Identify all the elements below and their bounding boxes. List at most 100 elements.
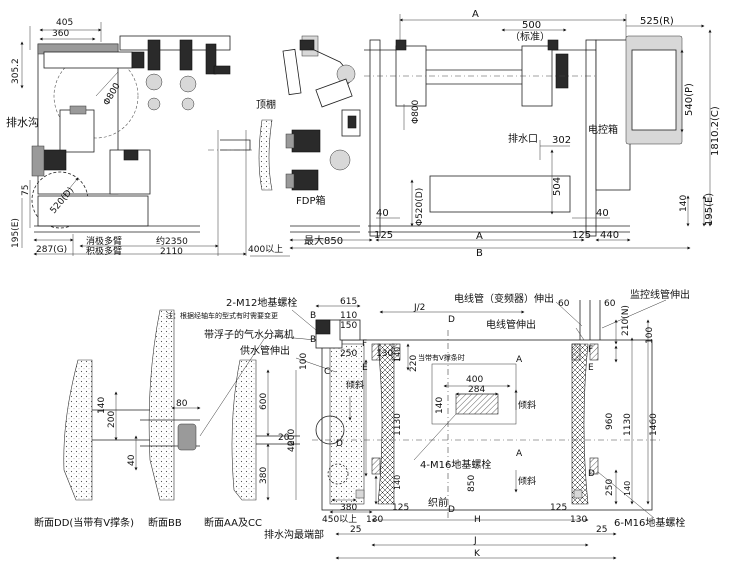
dim-sec-40b: 40 — [287, 440, 297, 452]
label-m16-6: 6-M16地基螺栓 — [614, 516, 685, 529]
dim-615: 615 — [340, 297, 357, 307]
label-passive-dobby: 消极多臂 — [86, 235, 122, 247]
dim-sec-140: 140 — [97, 397, 107, 414]
dim-360: 360 — [52, 29, 69, 39]
dim-1130-left: 1130 — [393, 413, 403, 436]
dim-40-b: 40 — [596, 208, 609, 219]
label-B-1: B — [310, 311, 316, 321]
dim-max-850: 最大850 — [304, 234, 343, 247]
dim-305-2: 305.2 — [11, 58, 21, 84]
dim-75: 75 — [21, 185, 31, 196]
dim-210N: 210(N) — [621, 305, 631, 336]
note-v-brace: 当带有V撑条时 — [418, 353, 465, 362]
section-bb — [134, 309, 201, 501]
dim-850: 850 — [467, 475, 477, 492]
label-weaving-front: 织前 — [428, 496, 448, 509]
dim-450-above: 450以上 — [322, 514, 357, 525]
dim-H: H — [474, 515, 481, 525]
dim-250-left: 250 — [340, 349, 357, 359]
label-slope-3: 倾斜 — [518, 475, 536, 487]
label-C: C — [324, 367, 330, 377]
side-view-left — [20, 22, 290, 257]
dim-500: 500 — [522, 20, 541, 31]
dim-150: 150 — [340, 321, 357, 331]
dim-sec-40: 40 — [127, 454, 137, 466]
dim-125-lower-right: 125 — [550, 503, 567, 513]
dim-40-a: 40 — [376, 208, 389, 219]
dim-125-a: 125 — [374, 230, 393, 241]
dim-A-bottom: A — [476, 231, 483, 242]
label-separator: 带浮子的气水分离机 — [204, 328, 294, 341]
section-dd — [63, 359, 150, 501]
dim-1130-right: 1130 — [623, 413, 633, 436]
dim-A-top: A — [472, 9, 479, 20]
dim-540P: 540(P) — [684, 83, 695, 116]
label-D-1: D — [448, 315, 455, 325]
dim-130-left: 130 — [376, 349, 393, 359]
dim-sec-380: 380 — [259, 467, 269, 484]
dim-400-block: 400 — [466, 375, 483, 385]
dim-sec-80: 80 — [176, 399, 188, 409]
front-view-right — [289, 14, 712, 250]
label-monitor-conduit: 监控线管伸出 — [630, 288, 690, 301]
dim-195E-left: 195(E) — [11, 218, 21, 248]
dim-B: B — [476, 248, 483, 259]
label-D-3: D — [336, 439, 343, 449]
dim-140-block: 140 — [435, 397, 445, 414]
label-A-1: A — [516, 355, 523, 365]
dim-380: 380 — [340, 503, 357, 513]
label-E-right: E — [588, 363, 594, 373]
dim-125-b: 125 — [572, 230, 591, 241]
dim-960: 960 — [605, 413, 615, 430]
label-drain-ditch-left: 排水沟 — [6, 115, 39, 129]
dim-110: 110 — [340, 311, 357, 321]
dim-250-right: 250 — [605, 479, 615, 496]
dim-sec-600: 600 — [259, 393, 269, 410]
label-B-2: B — [310, 335, 316, 345]
label-water-pipe: 供水管伸出 — [240, 344, 290, 357]
dim-195E-right: 195(E) — [704, 193, 715, 226]
dim-2110: 2110 — [160, 247, 183, 257]
dim-405: 405 — [56, 18, 73, 28]
dim-100-left: 100 — [299, 353, 309, 370]
dim-130-lower-left: 130 — [366, 515, 383, 525]
dim-60-a: 60 — [558, 299, 570, 309]
dim-K: K — [474, 549, 481, 559]
label-conduit: 电线管伸出 — [486, 318, 536, 331]
dim-sec-200b: 200 — [287, 429, 297, 446]
label-m16-4: 4-M16地基螺栓 — [420, 458, 491, 471]
label-section-dd: 断面DD(当带有V撑条) — [34, 516, 134, 529]
note-beam-car: 注：根据经轴车的型式有时需要变更 — [166, 311, 278, 320]
label-F-right: F — [588, 345, 593, 355]
label-A-2: A — [516, 449, 523, 459]
label-slope-1: 倾斜 — [346, 379, 364, 391]
dim-sec-20: 20 — [278, 433, 290, 443]
dim-220: 220 — [409, 355, 419, 372]
dim-1810C: 1810.2(C) — [710, 106, 721, 156]
dim-400-above: 400以上 — [248, 244, 283, 255]
label-F-left: F — [362, 339, 367, 349]
dim-140-right: 140 — [623, 481, 632, 496]
dim-140-left: 140 — [393, 347, 402, 362]
label-conduit-inverter: 电线管（变频器）伸出 — [454, 292, 554, 305]
dim-60-b: 60 — [604, 299, 616, 309]
label-section-aa-cc: 断面AA及CC — [204, 516, 262, 529]
dim-25-left: 25 — [350, 525, 361, 535]
dim-J: J — [473, 536, 477, 546]
dim-302: 302 — [552, 135, 571, 146]
dim-J-half: J/2 — [413, 303, 425, 313]
dim-phi800-right: Φ800 — [411, 99, 421, 124]
label-control-box: 电控箱 — [588, 123, 618, 136]
dim-phi520D: Φ520(D) — [415, 188, 425, 226]
label-E-left: E — [362, 363, 368, 373]
label-m12-anchor: 2-M12地基螺栓 — [226, 296, 297, 309]
label-slope-2: 倾斜 — [518, 399, 536, 411]
label-fdp-box: FDP箱 — [296, 194, 325, 207]
label-D-4: D — [588, 469, 595, 479]
ceiling-and-fdp — [258, 35, 373, 242]
dim-1460: 1460 — [649, 413, 659, 436]
dim-130-lower-right: 130 — [570, 515, 587, 525]
dim-125-lower-left: 125 — [392, 503, 409, 513]
dim-about-2350: 约2350 — [156, 235, 188, 247]
